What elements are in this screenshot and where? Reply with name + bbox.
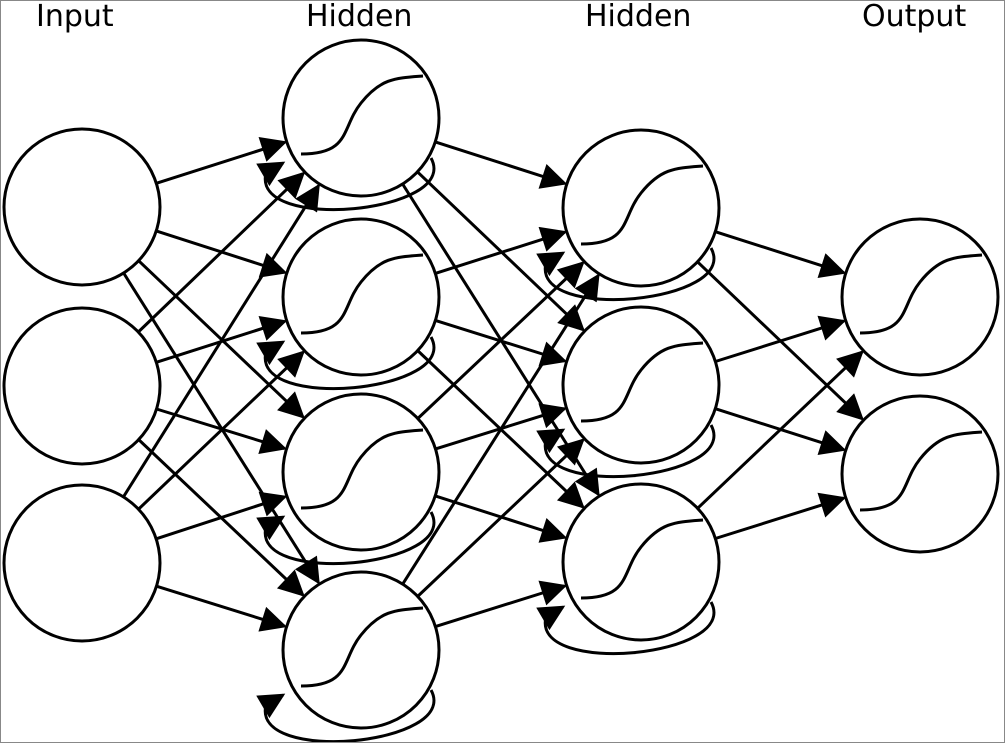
sigmoid-activation-icon — [859, 430, 983, 512]
connection-hidden2-2-to-output-0 — [696, 350, 864, 510]
neuron-circle — [281, 38, 441, 198]
connection-hidden1-2-to-hidden2-0 — [416, 261, 585, 420]
connection-input-2-to-hidden1-1 — [137, 350, 305, 511]
recurrent-loop-hidden1-1 — [256, 336, 436, 391]
neuron-hidden2-0 — [561, 128, 721, 288]
neuron-circle — [840, 394, 1000, 554]
neuron-output-1 — [840, 394, 1000, 554]
neuron-hidden1-2 — [281, 392, 441, 552]
connection-hidden2-1-to-output-0 — [714, 315, 847, 363]
connection-input-1-to-hidden1-0 — [137, 171, 306, 334]
neuron-input-2 — [2, 483, 162, 643]
recurrent-loop-hidden2-1 — [536, 424, 716, 479]
neurons — [2, 38, 1000, 730]
sigmoid-activation-icon — [300, 428, 424, 510]
hidden-layer-2-label: Hidden — [585, 0, 692, 34]
connection-hidden2-2-to-output-1 — [714, 492, 847, 540]
connection-hidden1-1-to-hidden2-0 — [434, 226, 568, 275]
neuron-hidden1-3 — [281, 570, 441, 730]
sigmoid-activation-icon — [300, 606, 424, 688]
sigmoid-activation-icon — [300, 74, 424, 156]
connection-hidden1-3-to-hidden2-2 — [434, 580, 568, 629]
neuron-circle — [2, 127, 162, 287]
neuron-circle — [561, 482, 721, 642]
neuron-hidden1-1 — [281, 217, 441, 377]
neuron-output-0 — [840, 217, 1000, 377]
connection-input-2-to-hidden1-0 — [122, 183, 320, 498]
recurrent-loop-hidden1-0 — [256, 157, 436, 212]
neuron-circle — [281, 392, 441, 552]
neuron-circle — [281, 217, 441, 377]
connection-hidden1-3-to-hidden2-0 — [401, 273, 600, 585]
output-layer-label: Output — [862, 0, 967, 34]
neuron-hidden2-2 — [561, 482, 721, 642]
sigmoid-activation-icon — [580, 341, 704, 423]
neuron-circle — [281, 570, 441, 730]
connection-input-1-to-hidden1-2 — [156, 407, 287, 454]
sigmoid-activation-icon — [300, 253, 424, 335]
recurrent-loop-hidden2-0 — [536, 247, 716, 302]
connection-hidden1-0-to-hidden2-1 — [416, 170, 585, 332]
connections — [122, 137, 864, 632]
neuron-hidden2-1 — [561, 305, 721, 465]
input-layer-label: Input — [36, 0, 114, 34]
sigmoid-activation-icon — [580, 164, 704, 246]
recurrent-loop-hidden1-2 — [256, 511, 436, 566]
connection-input-2-to-hidden1-2 — [155, 491, 288, 541]
connection-hidden1-3-to-hidden2-1 — [416, 438, 585, 598]
neuron-circle — [561, 128, 721, 288]
neuron-circle — [2, 306, 162, 466]
hidden-layer-1-label: Hidden — [306, 0, 413, 34]
sigmoid-activation-icon — [859, 253, 983, 335]
neuron-circle — [561, 305, 721, 465]
recurrent-loop-hidden1-3 — [256, 689, 436, 743]
recurrent-loops — [256, 157, 716, 743]
neuron-input-1 — [2, 306, 162, 466]
connection-input-2-to-hidden1-3 — [156, 584, 288, 632]
neuron-input-0 — [2, 127, 162, 287]
connection-hidden2-0-to-output-0 — [714, 230, 847, 278]
connection-hidden1-0-to-hidden2-0 — [434, 140, 568, 189]
neuron-circle — [840, 217, 1000, 377]
sigmoid-activation-icon — [580, 518, 704, 600]
neuron-circle — [2, 483, 162, 643]
neuron-hidden1-0 — [281, 38, 441, 198]
recurrent-loop-hidden2-2 — [536, 601, 716, 656]
connection-input-0-to-hidden1-0 — [155, 137, 288, 185]
